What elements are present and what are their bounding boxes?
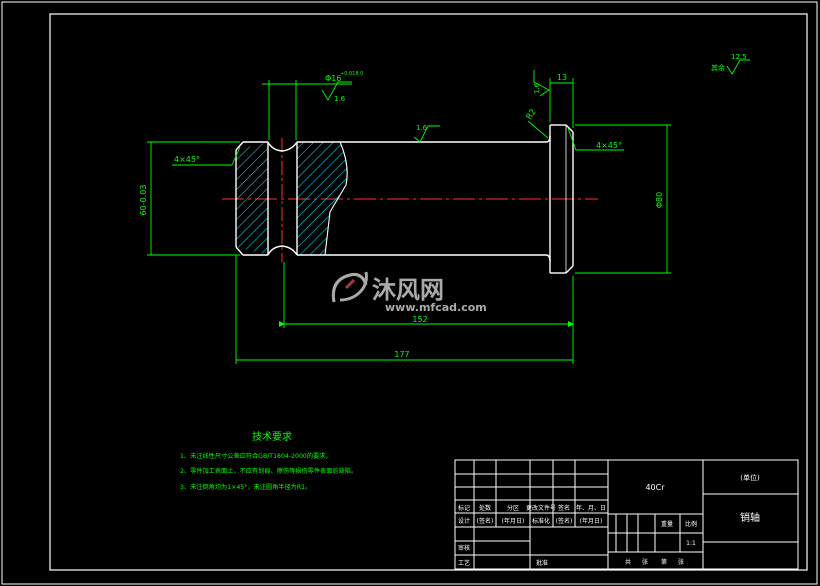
tb-process: 工艺 <box>458 559 470 567</box>
hatch-section-left <box>236 142 268 255</box>
tb-weight: 重量 <box>661 520 673 528</box>
chamfer-right: 4×45° <box>596 141 622 150</box>
watermark-brand-url: www.mfcad.com <box>385 301 487 314</box>
tb-h-date: 年、月、日 <box>576 504 606 512</box>
tb-design-date: (年月日) <box>502 517 525 525</box>
tb-design-sign: (签名) <box>477 517 494 525</box>
pin-outline <box>235 124 574 274</box>
watermark-brand-cn: 沐风网 <box>372 276 444 304</box>
tb-approve: 批准 <box>536 559 548 567</box>
tb-scale-value: 1:1 <box>686 540 696 547</box>
watermark: 沐风网 www.mfcad.com <box>331 271 487 314</box>
roughness-top-mid: 1.6 <box>416 124 428 132</box>
watermark-logo-icon <box>331 271 368 303</box>
tb-review: 审核 <box>458 544 470 552</box>
roughness-rest-label: 其余 <box>711 63 725 72</box>
dim-dia80: Φ80 <box>655 192 664 208</box>
dim-177: 177 <box>394 350 409 359</box>
tb-h-count: 处数 <box>479 504 491 512</box>
tech-item-3: 3、未注倒角均为1×45°，未注圆角半径为R1。 <box>180 483 311 491</box>
title-block <box>454 459 799 570</box>
dim-13: 13 <box>557 73 567 82</box>
tb-sheet-no: 第 <box>661 558 667 566</box>
dim-dia16: Φ16 <box>325 74 341 83</box>
inner-border <box>49 13 808 571</box>
tb-h-mark: 标记 <box>458 504 470 512</box>
tb-standard-sign: (签名) <box>556 517 573 525</box>
tb-scale: 比例 <box>685 520 697 528</box>
roughness-symbols <box>321 59 750 143</box>
roughness-top-left: 1.6 <box>334 95 346 103</box>
chamfer-left: 4×45° <box>174 155 200 164</box>
roughness-right-face: 1.6 <box>533 82 541 94</box>
tb-sheets-total: 共 <box>625 558 631 566</box>
tech-item-1: 1、未注线性尺寸公差应符合GB/T1804-2000的要求。 <box>180 452 332 460</box>
tech-title: 技术要求 <box>252 430 292 443</box>
tb-material: 40Cr <box>645 483 665 492</box>
roughness-rest-value: 12.5 <box>731 53 747 61</box>
dim-60: 60-0.03 <box>139 185 148 216</box>
radius-r2: R2 <box>524 107 537 121</box>
tb-h-zone: 分区 <box>507 504 519 512</box>
tb-h-docno: 更改文件号 <box>526 504 556 512</box>
tb-design: 设计 <box>458 517 470 525</box>
dim-dia16-tol: +0.018 0 <box>340 71 363 77</box>
tb-standard: 标准化 <box>532 517 550 525</box>
hatch-section-right <box>297 142 348 255</box>
dim-152: 152 <box>412 315 427 324</box>
tb-company: (单位) <box>740 473 760 482</box>
tb-part-name: 销轴 <box>740 511 760 524</box>
tb-standard-date: (年月日) <box>580 517 603 525</box>
tb-h-sign: 签名 <box>558 504 570 512</box>
tech-item-2: 2、零件加工表面上，不应有划痕、擦伤等损伤零件表面的缺陷。 <box>180 467 357 475</box>
tb-sheets-unit: 张 <box>642 558 648 566</box>
tb-sheet-unit2: 张 <box>678 558 684 566</box>
dimensions <box>147 78 671 364</box>
